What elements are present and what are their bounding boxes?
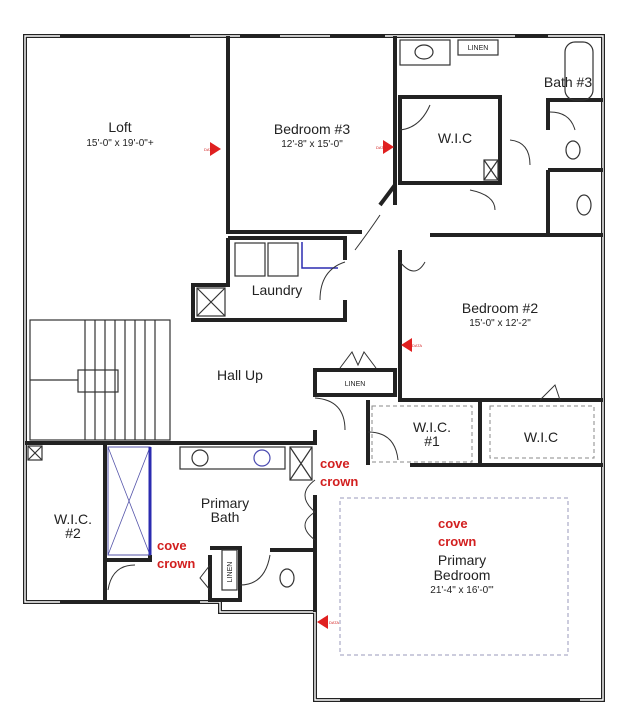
room-label-linen-hall: LINEN [345, 381, 366, 388]
room-label-wic-bedroom2: W.I.C [524, 429, 558, 445]
stairs [29, 319, 171, 441]
doors [107, 104, 576, 591]
bathtub-icon [564, 41, 594, 101]
sink-icon [191, 449, 209, 467]
room-label-bedroom2: Bedroom #2 [462, 300, 538, 316]
data-marker-icon [383, 140, 394, 154]
sink-icon [414, 44, 434, 60]
chute-box [196, 287, 226, 317]
room-label-wic1: W.I.C. [413, 419, 451, 435]
room-size-bedroom3: 12'-8" x 15'-0" [281, 139, 343, 150]
data-marker-icon [210, 142, 221, 156]
note-cove-crown: crown [438, 534, 476, 549]
note-cove-crown: cove [157, 538, 187, 553]
room-label-primary-bedroom: Primary [438, 552, 486, 568]
linen-shelf [457, 39, 499, 56]
room-label-wic2-number: #2 [65, 525, 81, 541]
note-cove-crown: cove [438, 516, 468, 531]
room-size-bedroom2: 15'-0" x 12'-2" [469, 318, 531, 329]
sink-icon [253, 449, 271, 467]
note-cove-crown: crown [320, 474, 358, 489]
svg-text:DATA: DATA [412, 343, 422, 348]
room-label-hall: Hall Up [217, 367, 263, 383]
fixtures [27, 39, 595, 656]
ceiling-outline [339, 497, 569, 656]
vanity-bath3 [399, 39, 451, 66]
data-markers: DATA DATA DATA DATA [204, 140, 422, 629]
svg-text:DATA: DATA [376, 145, 386, 150]
linen-primary-shelf [221, 549, 238, 591]
room-label-bedroom3: Bedroom #3 [274, 121, 350, 137]
shower [107, 446, 152, 556]
toilet-icon [279, 568, 295, 588]
svg-text:DATA: DATA [329, 620, 339, 625]
room-label-wic2: W.I.C. [54, 511, 92, 527]
toilet-icon [565, 140, 581, 160]
dryer-icon [267, 242, 299, 277]
note-cove-crown: crown [157, 556, 195, 571]
note-cove-crown: cove [320, 456, 350, 471]
windows [60, 35, 580, 701]
data-marker-icon [401, 338, 412, 352]
primary-vanity [179, 446, 286, 470]
sink-icon [576, 194, 592, 216]
room-size-loft: 15'-0" x 19'-0"+ [86, 138, 154, 149]
room-label-bath3: Bath #3 [544, 74, 592, 90]
room-label-linen-primary: LINEN [227, 562, 234, 583]
room-label-loft: Loft [108, 119, 131, 135]
washer-icon [234, 242, 266, 277]
svg-text:DATA: DATA [204, 147, 214, 152]
room-label-primary-bath-2: Bath [211, 509, 240, 525]
room-size-primary-bedroom: 21'-4" x 16'-0"' [430, 585, 494, 596]
data-marker-icon [317, 615, 328, 629]
room-label-linen-bath3: LINEN [468, 45, 489, 52]
room-label-primary-bath: Primary [201, 495, 249, 511]
room-label-wic1-number: #1 [424, 433, 440, 449]
room-label-primary-bedroom-2: Bedroom [434, 567, 491, 583]
room-label-wic-bedroom3: W.I.C [438, 130, 472, 146]
room-label-laundry: Laundry [252, 282, 303, 298]
